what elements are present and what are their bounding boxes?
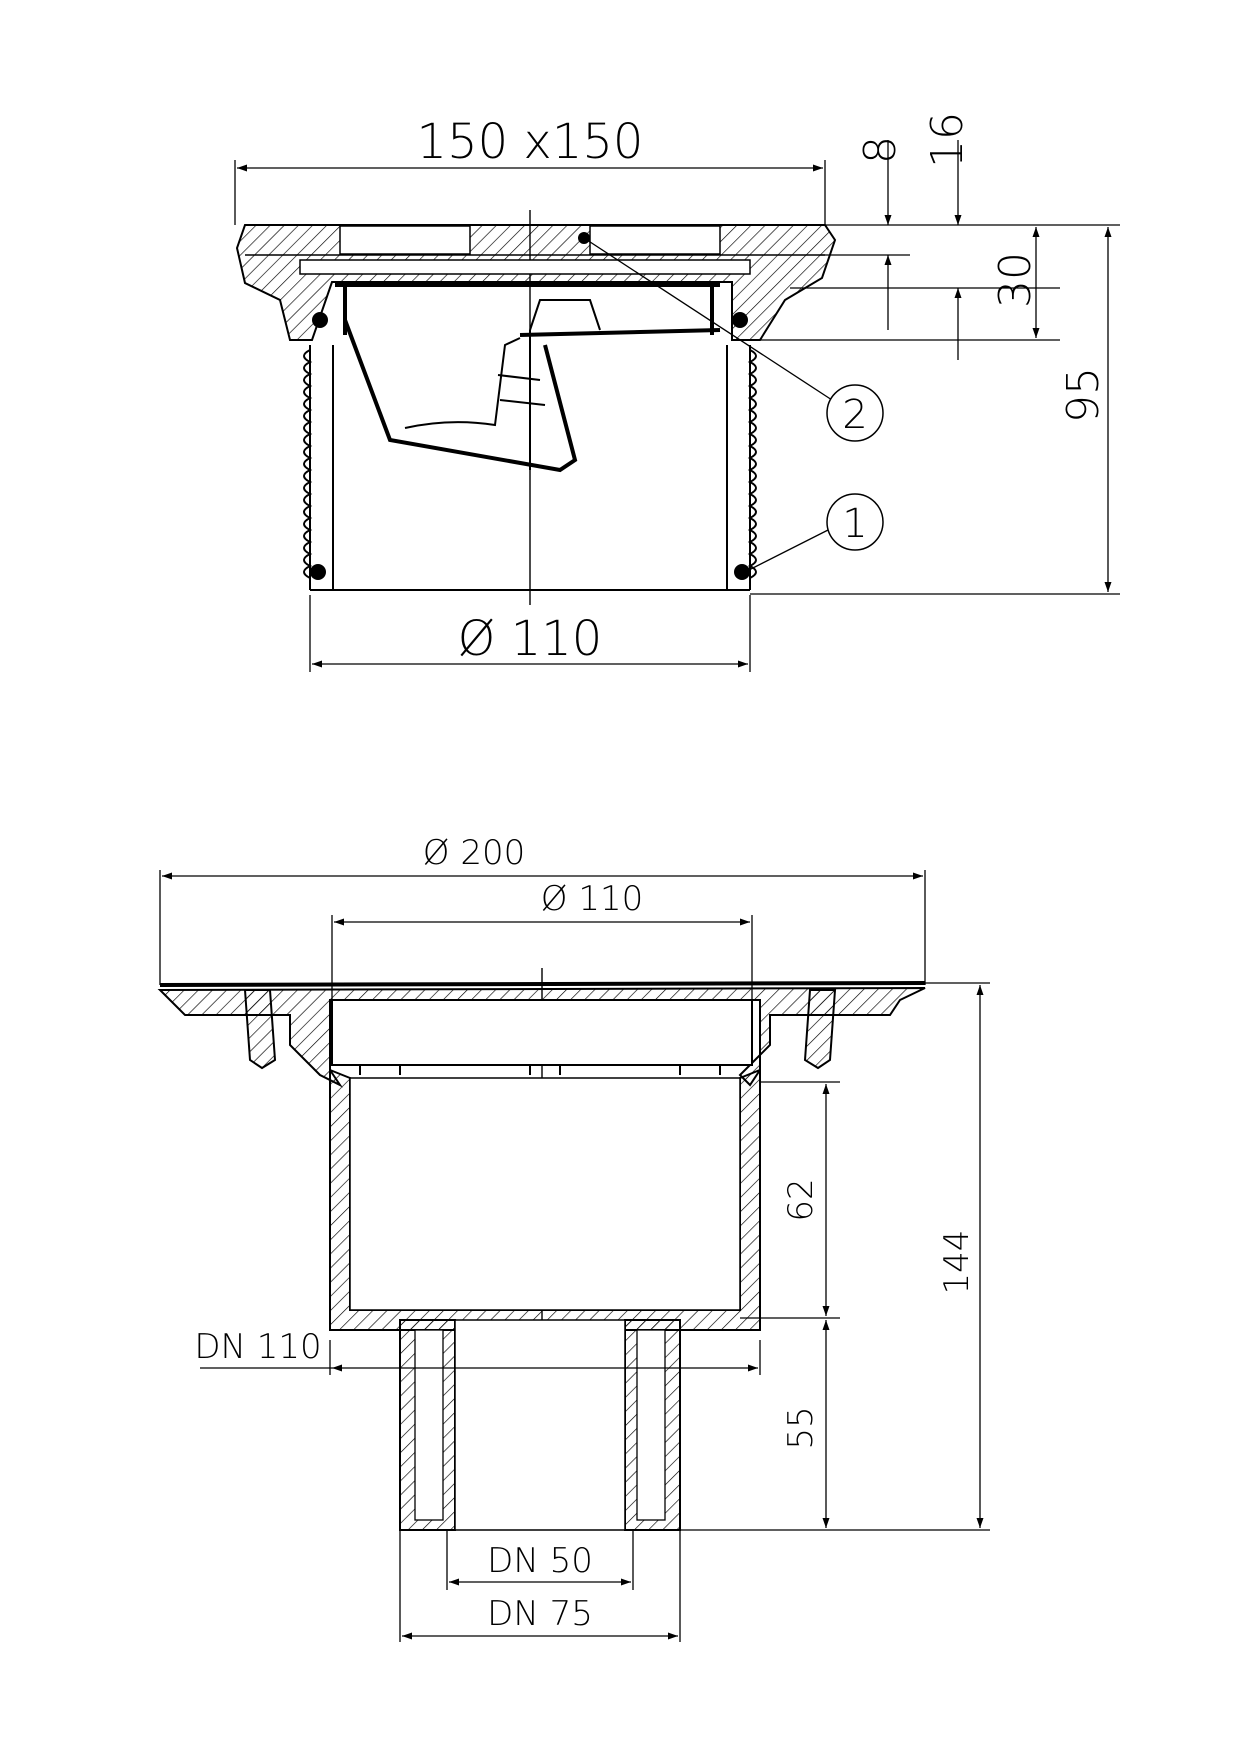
dim-width: 150 x150 [234, 114, 826, 225]
dn50-label: DN 50 [487, 1541, 593, 1581]
dim-width-label: 150 x150 [417, 114, 644, 170]
dim-dn50: DN 50 [446, 1530, 634, 1590]
dim-outer-diameter: Ø 200 [159, 833, 926, 985]
trap-insert [335, 283, 720, 335]
dim-144-label: 144 [937, 1230, 977, 1295]
o-ring-bottom-left [310, 564, 326, 580]
dn75-label: DN 75 [487, 1594, 593, 1634]
svg-text:2: 2 [842, 392, 867, 438]
left-ribs [303, 349, 313, 579]
flange-body [157, 987, 926, 1088]
dim-8-label: 8 [855, 136, 906, 164]
svg-text:1: 1 [842, 501, 867, 547]
callout-2: 2 [583, 237, 884, 442]
dim-dn110: DN 110 [194, 1327, 761, 1375]
dim-30-label: 30 [990, 252, 1041, 308]
lug-left [243, 989, 277, 1070]
dim-62-label: 62 [781, 1178, 821, 1221]
o-ring-top-right [732, 312, 748, 328]
dim-diameter-110-top: Ø 110 [309, 595, 751, 672]
top-view-drawing: 150 x150 8 16 30 95 Ø 110 [234, 112, 1120, 672]
dim-95-label: 95 [1058, 367, 1109, 423]
dim-16-label: 16 [922, 112, 973, 168]
dim-dn75: DN 75 [399, 1530, 681, 1642]
flange-top-line [159, 981, 926, 987]
grate-seat [331, 999, 753, 1066]
dim-diameter-label: Ø 110 [458, 611, 603, 667]
o-ring-bottom-right [734, 564, 750, 580]
dim-55-label: 55 [781, 1406, 821, 1449]
dn110-label: DN 110 [194, 1327, 321, 1367]
dim-inner-diameter-label: Ø 110 [541, 879, 643, 919]
dim-right-stack: 8 16 30 95 [750, 112, 1120, 595]
lug-right [803, 989, 837, 1070]
dim-right-bottom: 62 55 144 [680, 982, 990, 1531]
o-ring-top-left [312, 312, 328, 328]
bottom-view-drawing: Ø 200 Ø 110 62 55 144 [157, 833, 990, 1642]
right-ribs [747, 349, 757, 579]
dim-outer-diameter-label: Ø 200 [423, 833, 525, 873]
callout-1: 1 [744, 493, 884, 573]
dim-inner-diameter: Ø 110 [331, 879, 753, 1000]
